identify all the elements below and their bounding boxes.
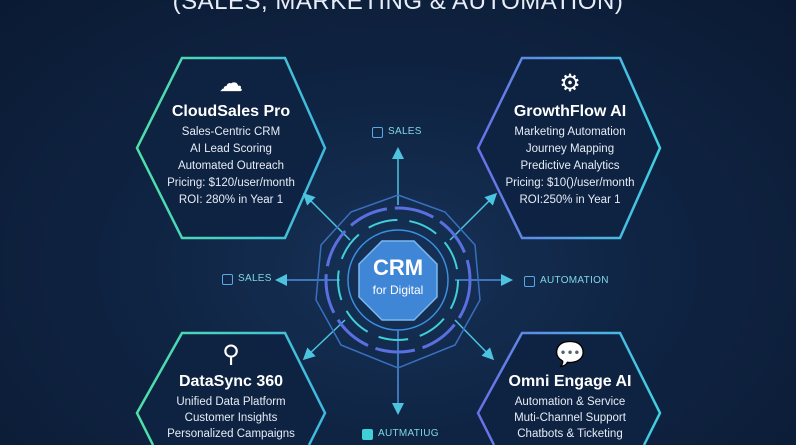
ring-mid [337,219,459,341]
card-line: Pricing: $10()/user/month [505,177,635,189]
card-name: Omni Engage AI [508,373,632,390]
gear-cycle-icon: ⚙ [559,70,581,97]
hex-datasync [135,331,327,445]
card-line: Pricing: $120/user/month [167,177,295,189]
card-line: Automated Outreach [177,160,285,172]
card-line: Journey Mapping [525,143,615,155]
label-text: AUTMATIUG [378,428,439,439]
card-line: Marketing Automation [514,126,626,138]
card-line: Unified Data Platform [176,396,286,408]
sales-icon [372,126,383,138]
card-line: Muti-Channel Support [514,412,626,424]
card-cloudsales-pro: ☁ CloudSales Pro Sales-Centric CRM AI Le… [137,70,325,209]
card-line: Predictive Analytics [520,160,620,172]
card-omni-engage-ai: 💬 Omni Engage AI Automation & Service Mu… [476,342,664,442]
brain-chat-icon: 💬 [555,341,585,368]
label-text: AUTOMATION [540,275,609,286]
arrow-br [454,319,495,361]
network-search-icon: ⚲ [222,341,240,368]
card-line: AI Lead Scoring [190,143,272,155]
hex-cloudsales [135,56,327,240]
label-left-sales: SALES [222,273,272,285]
sales-icon [222,273,233,285]
hex-growthflow [476,56,662,240]
label-right-automation: AUTOMATION [524,275,609,287]
arrow-bl [302,319,346,361]
card-growthflow-ai: ⚙ GrowthFlow AI Marketing Automation Jou… [476,70,664,209]
crm-core: CRM for Digital [358,241,438,321]
core-subtitle: for Digital [372,283,424,297]
core-title: CRM [372,255,424,280]
automation-icon [362,428,373,440]
label-text: SALES [388,126,422,137]
card-line: ROI: 280% in Year 1 [178,194,284,206]
cloud-rocket-icon: ☁ [219,70,243,97]
card-line: Chatbots & Ticketing [517,428,623,440]
card-name: CloudSales Pro [171,103,291,120]
card-name: DataSync 360 [178,373,284,390]
core-octagon [358,240,438,321]
automation-icon [524,275,535,287]
card-line: Customer Insights [184,412,278,424]
arrow-tr [449,192,498,241]
hex-omniengage [476,331,662,445]
page-title: (SALES, MARKETING & AUTOMATION) [172,0,624,15]
card-line: Automation & Service [514,396,626,408]
label-top-sales: SALES [372,126,422,138]
card-name: GrowthFlow AI [513,103,627,120]
outer-gear-ring [315,194,481,369]
card-line: Personalized Campaigns [167,428,295,440]
ring-outer [324,206,472,354]
card-line: ROI:250% in Year 1 [519,194,621,206]
ring-inner [347,229,449,331]
card-datasync-360: ⚲ DataSync 360 Unified Data Platform Cus… [137,342,325,442]
label-bottom-automation: AUTMATIUG [362,428,439,440]
card-line: Sales-Centric CRM [181,126,281,138]
label-text: SALES [238,273,272,284]
